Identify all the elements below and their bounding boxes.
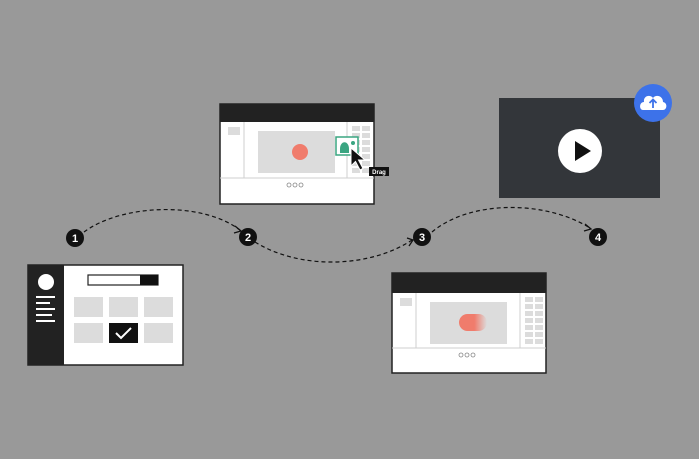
step-4-video-player [499, 84, 672, 198]
avatar [38, 274, 54, 290]
drag-tooltip-bg [369, 167, 389, 176]
cursor-icon [350, 146, 367, 171]
arrowhead-2 [233, 225, 243, 234]
template-tile[interactable] [144, 297, 173, 317]
connector-2-3 [254, 239, 413, 263]
pagination-dots [458, 352, 476, 358]
connector-1-2 [83, 209, 241, 233]
step-1-dashboard-window [27, 264, 184, 366]
step-number: 4 [595, 232, 602, 244]
menu-icon [36, 296, 55, 322]
cloud-upload-icon [640, 95, 667, 110]
progress-bar [87, 274, 159, 286]
window-titlebar [220, 104, 374, 122]
pagination-dots [286, 182, 304, 188]
template-tile[interactable] [74, 297, 103, 317]
drag-tooltip: Drag [372, 170, 386, 176]
step-2-editor-window: Drag [219, 103, 389, 205]
play-icon [575, 141, 591, 161]
step-number: 2 [245, 232, 251, 244]
step-badge-2: 2 [239, 228, 257, 246]
arrowhead-4 [583, 223, 593, 232]
check-icon [115, 327, 132, 340]
step-number: 1 [72, 233, 78, 245]
step-number: 3 [419, 232, 425, 244]
template-tile[interactable] [109, 297, 138, 317]
connector-paths [83, 206, 591, 263]
canvas-shape [292, 144, 308, 160]
asset-panel [525, 297, 543, 344]
step-badge-3: 3 [413, 228, 431, 246]
toolbar-thumbnail[interactable] [400, 298, 412, 306]
animated-shape [459, 314, 487, 331]
template-tile[interactable] [74, 323, 103, 343]
template-tile[interactable] [144, 323, 173, 343]
toolbar-thumbnail[interactable] [228, 127, 240, 135]
template-tile-selected[interactable] [109, 323, 138, 343]
template-grid [74, 297, 173, 343]
connector-3-4 [431, 206, 591, 233]
connector-arrowheads [233, 223, 593, 247]
step-badge-1: 1 [66, 229, 84, 247]
step-3-editor-window [391, 272, 547, 374]
window-titlebar [392, 273, 546, 293]
arrowhead-3 [406, 237, 415, 247]
step-badge-4: 4 [589, 228, 607, 246]
